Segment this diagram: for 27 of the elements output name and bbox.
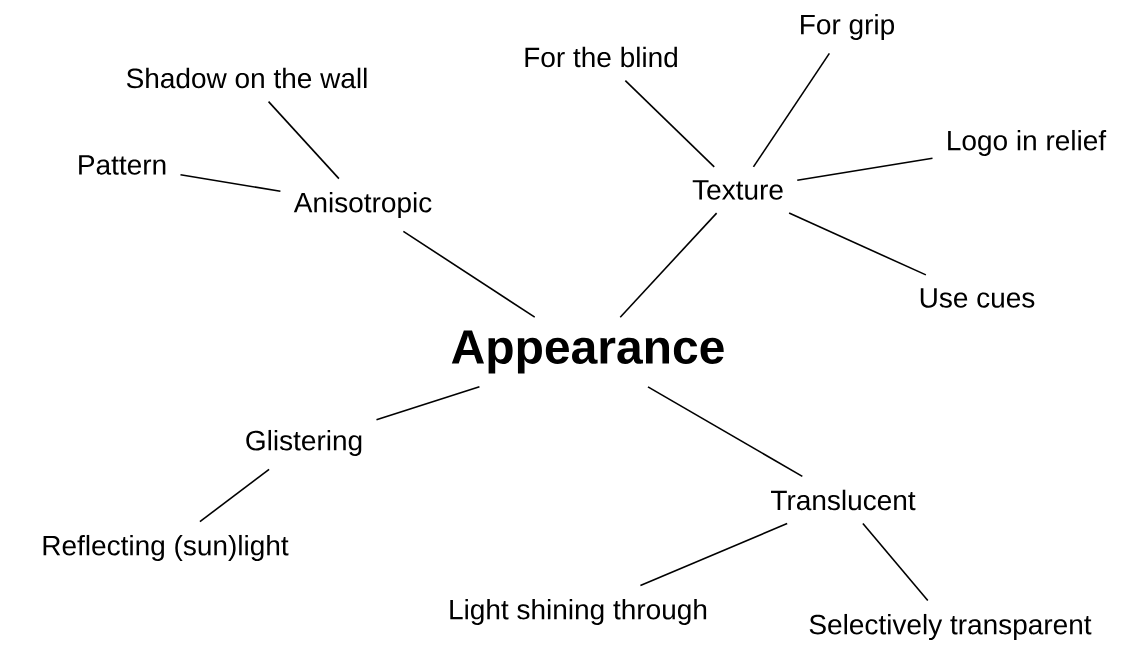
connector-line <box>647 386 804 478</box>
connector-line <box>796 157 934 182</box>
topic-label: Translucent <box>771 489 916 511</box>
topic-label: For the blind <box>525 46 677 68</box>
connector-line <box>267 100 340 180</box>
topic-label: For grip <box>801 13 894 41</box>
topic-label: Reflecting (sun)light <box>43 534 289 562</box>
connector-line <box>752 52 831 168</box>
topic-label: Glistering <box>246 429 362 457</box>
topic-label: Anisotropic <box>293 191 432 219</box>
connector-line <box>639 522 788 587</box>
connector-line <box>375 386 481 421</box>
topic-label: Pattern <box>79 155 166 175</box>
topic-label: Shadow on the wall <box>126 67 367 89</box>
title-word: Appearance <box>451 330 724 374</box>
topic-label: Selectively transparent <box>809 613 1092 641</box>
topic-label: Texture <box>692 180 783 200</box>
connector-line <box>179 173 282 193</box>
connector-line <box>402 230 536 318</box>
connector-line <box>199 468 270 523</box>
connector-line <box>624 79 716 168</box>
topic-label: Use cues <box>920 288 1035 308</box>
connector-line <box>788 212 927 276</box>
topic-label: Light shining through <box>450 598 707 626</box>
connector-line <box>862 522 929 602</box>
connector-line <box>619 212 718 318</box>
topic-label: Logo in relief <box>948 129 1107 157</box>
